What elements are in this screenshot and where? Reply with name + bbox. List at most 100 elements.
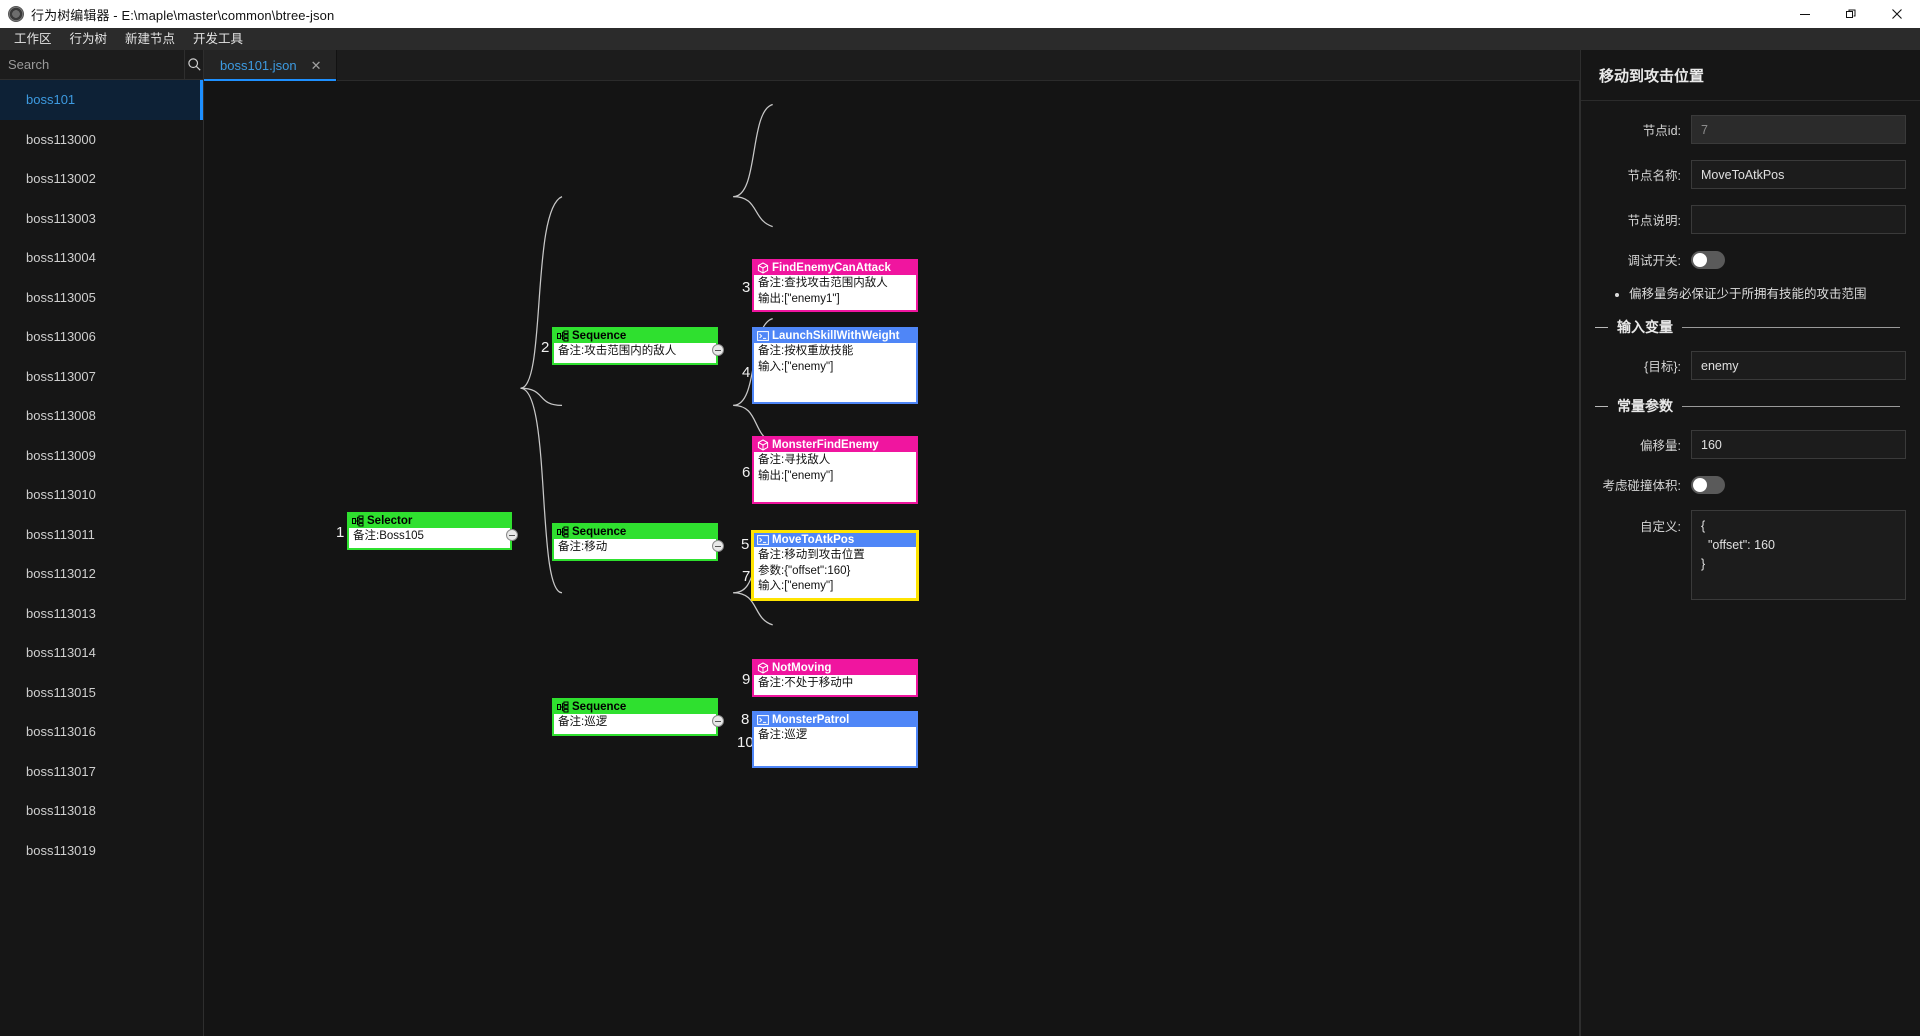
- node-title: MonsterFindEnemy: [772, 439, 879, 451]
- file-list-item[interactable]: boss113010: [0, 475, 203, 515]
- file-list-item[interactable]: boss113013: [0, 594, 203, 634]
- input-target-field[interactable]: [1691, 351, 1906, 380]
- node-header: MoveToAtkPos: [754, 533, 916, 547]
- node-port-out[interactable]: [712, 715, 724, 727]
- file-list-item[interactable]: boss113002: [0, 159, 203, 199]
- toggle-knob: [1693, 477, 1707, 492]
- field-label: 自定义:: [1640, 520, 1681, 534]
- node-line: 备注:查找攻击范围内敌人: [758, 277, 888, 289]
- file-list-item[interactable]: boss113004: [0, 238, 203, 278]
- toggle-knob: [1693, 252, 1707, 267]
- file-item-label: boss113004: [26, 250, 96, 266]
- tree-node-monster-find-enemy[interactable]: MonsterFindEnemy 备注:寻找敌人 输出:["enemy"]: [752, 436, 918, 504]
- tree-node-launch-skill-with-weight[interactable]: LaunchSkillWithWeight 备注:按权重放技能 输入:["ene…: [752, 327, 918, 404]
- node-line: 参数:{"offset":160}: [758, 564, 851, 577]
- tree-node-sequence-attack[interactable]: Sequence 备注:攻击范围内的敌人: [552, 327, 718, 365]
- menu-item-behavior-tree[interactable]: 行为树: [69, 31, 108, 46]
- field-input-target: {目标}:: [1581, 351, 1906, 380]
- node-body: 备注:Boss105: [349, 528, 510, 548]
- file-item-label: boss113018: [26, 803, 96, 819]
- tree-node-selector[interactable]: Selector 备注:Boss105: [347, 512, 512, 550]
- node-line: 备注:巡逻: [758, 729, 808, 741]
- node-header: NotMoving: [754, 661, 916, 675]
- section-title: 输入变量: [1617, 319, 1673, 335]
- file-list-item[interactable]: boss113014: [0, 633, 203, 673]
- tree-node-sequence-patrol[interactable]: Sequence 备注:巡逻: [552, 698, 718, 736]
- node-index: 4: [742, 364, 751, 381]
- maximize-button[interactable]: [1828, 0, 1874, 28]
- file-item-label: boss113013: [26, 605, 96, 621]
- file-item-label: boss113009: [26, 447, 96, 463]
- tree-branch-icon: [557, 526, 569, 538]
- node-desc-input[interactable]: [1691, 205, 1906, 234]
- menu-item-workspace[interactable]: 工作区: [14, 31, 52, 46]
- tree-branch-icon: [352, 515, 364, 527]
- offset-input[interactable]: [1691, 430, 1906, 459]
- file-item-label: boss113006: [26, 329, 96, 345]
- file-list-item[interactable]: boss113015: [0, 673, 203, 713]
- file-list-item[interactable]: boss113019: [0, 831, 203, 871]
- field-custom-json: 自定义: { "offset": 160 }: [1581, 510, 1906, 600]
- debug-toggle[interactable]: [1691, 250, 1725, 269]
- file-list-item[interactable]: boss113000: [0, 120, 203, 160]
- file-list-item[interactable]: boss113006: [0, 317, 203, 357]
- file-list-item[interactable]: boss113011: [0, 515, 203, 555]
- collapse-dash-icon[interactable]: [1595, 405, 1608, 407]
- node-title: LaunchSkillWithWeight: [772, 330, 900, 342]
- file-item-label: boss113000: [26, 131, 96, 147]
- field-node-id: 节点id:: [1581, 115, 1906, 144]
- file-list-item[interactable]: boss101: [0, 80, 203, 120]
- section-input-vars: 输入变量: [1595, 317, 1906, 337]
- file-list-item[interactable]: boss113005: [0, 278, 203, 318]
- collision-toggle[interactable]: [1691, 475, 1725, 494]
- file-list-item[interactable]: boss113007: [0, 357, 203, 397]
- tab-boss101-json[interactable]: boss101.json ✕: [204, 50, 337, 81]
- node-title: Sequence: [572, 526, 627, 538]
- close-button[interactable]: [1874, 0, 1920, 28]
- node-body: 备注:按权重放技能 输入:["enemy"]: [754, 343, 916, 378]
- field-node-desc: 节点说明:: [1581, 205, 1906, 234]
- custom-json-textarea[interactable]: { "offset": 160 }: [1691, 510, 1906, 600]
- console-icon: [757, 714, 769, 726]
- collapse-dash-icon[interactable]: [1595, 326, 1608, 328]
- tree-node-monster-patrol[interactable]: MonsterPatrol 备注:巡逻: [752, 711, 918, 768]
- behavior-tree-canvas[interactable]: 1 Selector 备注:Boss105 2: [204, 81, 1580, 1036]
- file-list-item[interactable]: boss113017: [0, 752, 203, 792]
- file-list-item[interactable]: boss113016: [0, 712, 203, 752]
- console-icon: [757, 534, 769, 546]
- node-line: 备注:Boss105: [353, 530, 424, 542]
- field-debug-switch: 调试开关:: [1581, 250, 1906, 269]
- field-label: {目标}:: [1644, 360, 1681, 374]
- node-line: 备注:不处于移动中: [758, 677, 854, 689]
- tree-node-move-to-atk-pos[interactable]: MoveToAtkPos 备注:移动到攻击位置 参数:{"offset":160…: [751, 530, 919, 601]
- minimize-button[interactable]: [1782, 0, 1828, 28]
- tree-node-find-enemy-can-attack[interactable]: FindEnemyCanAttack 备注:查找攻击范围内敌人 输出:["ene…: [752, 259, 918, 312]
- window-titlebar: 行为树编辑器 - E:\maple\master\common\btree-js…: [0, 0, 1920, 28]
- node-index: 8: [741, 711, 750, 728]
- file-list-item[interactable]: boss113003: [0, 199, 203, 239]
- node-port-out[interactable]: [712, 344, 724, 356]
- tree-branch-icon: [557, 330, 569, 342]
- file-list-item[interactable]: boss113008: [0, 396, 203, 436]
- tree-node-sequence-move[interactable]: Sequence 备注:移动: [552, 523, 718, 561]
- search-icon[interactable]: [184, 49, 203, 80]
- node-name-input[interactable]: [1691, 160, 1906, 189]
- search-input[interactable]: [0, 49, 184, 80]
- editor-column: boss101.json ✕: [204, 50, 1580, 1036]
- node-port-out[interactable]: [506, 529, 518, 541]
- node-header: FindEnemyCanAttack: [754, 261, 916, 275]
- close-icon[interactable]: ✕: [310, 57, 322, 73]
- tab-bar: boss101.json ✕: [204, 50, 1580, 81]
- tree-node-not-moving[interactable]: NotMoving 备注:不处于移动中: [752, 659, 918, 697]
- file-list-item[interactable]: boss113018: [0, 791, 203, 831]
- node-port-out[interactable]: [712, 540, 724, 552]
- menu-item-dev-tools[interactable]: 开发工具: [193, 31, 244, 46]
- node-line: 输出:["enemy"]: [758, 469, 834, 482]
- field-collision: 考虑碰撞体积:: [1581, 475, 1906, 494]
- node-body: 备注:不处于移动中: [754, 675, 916, 695]
- menu-item-new-node[interactable]: 新建节点: [125, 31, 176, 46]
- file-list-item[interactable]: boss113009: [0, 436, 203, 476]
- inspector-title: 移动到攻击位置: [1581, 50, 1920, 101]
- file-list-item[interactable]: boss113012: [0, 554, 203, 594]
